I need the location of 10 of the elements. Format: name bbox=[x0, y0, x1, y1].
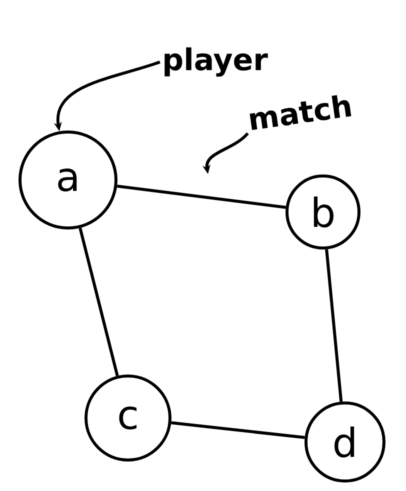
graph-edge bbox=[78, 228, 119, 376]
word-label: match bbox=[250, 95, 352, 130]
graph-node: d bbox=[304, 402, 386, 482]
graph-node: b bbox=[286, 174, 360, 250]
word-label: player bbox=[164, 47, 268, 77]
graph-edge bbox=[325, 249, 343, 402]
graph-edge bbox=[116, 184, 286, 209]
graph-node: a bbox=[18, 130, 118, 230]
graph-edge bbox=[171, 421, 305, 440]
graph-node: c bbox=[84, 374, 172, 462]
